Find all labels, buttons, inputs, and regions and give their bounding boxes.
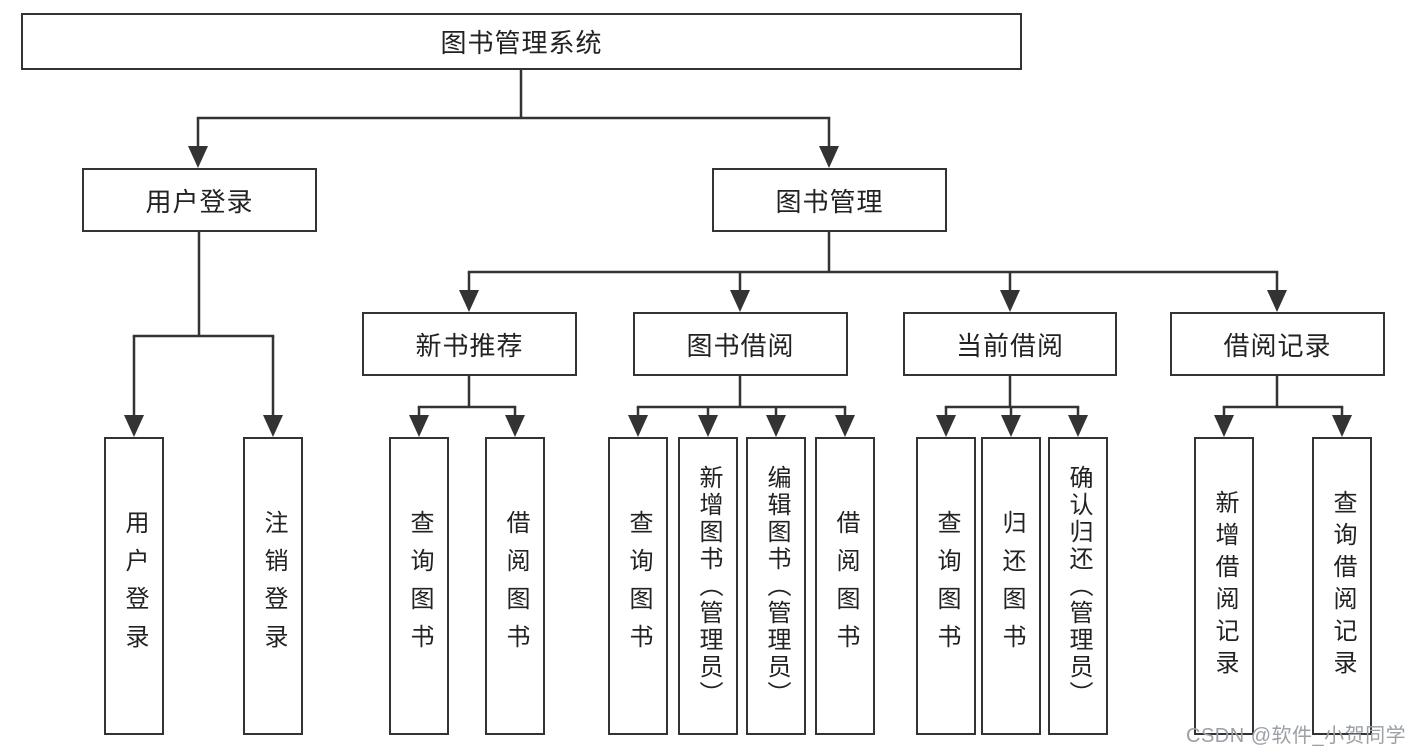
connector-records-branch bbox=[1222, 376, 1344, 417]
connector-borrow-branch bbox=[636, 376, 847, 417]
arrow-down-icon bbox=[459, 290, 479, 312]
arrow-down-icon bbox=[188, 146, 208, 168]
leaf-edit-books-admin: 编辑图书（管理员） bbox=[746, 437, 806, 735]
arrow-down-icon bbox=[936, 415, 956, 437]
leaf-user-login: 用户登录 bbox=[104, 437, 164, 735]
leaf-label: 新增图书（管理员） bbox=[695, 464, 722, 708]
arrow-down-icon bbox=[124, 415, 144, 437]
arrow-down-icon bbox=[835, 415, 855, 437]
leaf-label: 借阅图书 bbox=[832, 510, 859, 662]
arrow-down-icon bbox=[505, 415, 525, 437]
arrow-down-icon bbox=[766, 415, 786, 437]
node-label: 新书推荐 bbox=[415, 330, 524, 361]
node-user-login: 用户登录 bbox=[82, 168, 317, 232]
leaf-label: 查询借阅记录 bbox=[1329, 490, 1356, 682]
arrow-down-icon bbox=[1001, 415, 1021, 437]
leaf-query-borrow-record: 查询借阅记录 bbox=[1312, 437, 1372, 735]
leaf-label: 新增借阅记录 bbox=[1211, 490, 1238, 682]
leaf-query-books-borrow: 查询图书 bbox=[608, 437, 668, 735]
arrow-down-icon bbox=[730, 290, 750, 312]
root-node-system-title: 图书管理系统 bbox=[21, 13, 1022, 70]
leaf-label: 查询图书 bbox=[933, 510, 960, 662]
node-book-management: 图书管理 bbox=[712, 168, 947, 232]
node-label: 借阅记录 bbox=[1223, 330, 1332, 361]
leaf-label: 查询图书 bbox=[406, 510, 433, 662]
leaf-add-books-admin: 新增图书（管理员） bbox=[678, 437, 738, 735]
connector-current-branch bbox=[944, 376, 1080, 417]
connector-root-to-level2 bbox=[196, 70, 831, 148]
leaf-add-borrow-record: 新增借阅记录 bbox=[1194, 437, 1254, 735]
connector-mgmt-branch bbox=[467, 232, 1279, 292]
node-new-book-recommend: 新书推荐 bbox=[362, 312, 577, 376]
arrow-down-icon bbox=[263, 415, 283, 437]
leaf-borrow-books-recommend: 借阅图书 bbox=[485, 437, 545, 735]
node-borrow-records: 借阅记录 bbox=[1170, 312, 1385, 376]
node-current-borrow: 当前借阅 bbox=[903, 312, 1117, 376]
leaf-label: 确认归还（管理员） bbox=[1065, 464, 1092, 708]
arrow-down-icon bbox=[1000, 290, 1020, 312]
csdn-watermark: CSDN @软件_小贺同学 bbox=[1186, 725, 1405, 747]
leaf-logout: 注销登录 bbox=[243, 437, 303, 735]
arrow-down-icon bbox=[1068, 415, 1088, 437]
node-label: 用户登录 bbox=[145, 186, 254, 217]
node-label: 图书借阅 bbox=[686, 330, 795, 361]
node-label: 当前借阅 bbox=[955, 330, 1064, 361]
node-label: 图书管理 bbox=[775, 186, 884, 217]
leaf-confirm-return-admin: 确认归还（管理员） bbox=[1048, 437, 1108, 735]
leaf-label: 查询图书 bbox=[625, 510, 652, 662]
leaf-query-books-current: 查询图书 bbox=[916, 437, 976, 735]
arrow-down-icon bbox=[409, 415, 429, 437]
connector-recommend-branch bbox=[417, 376, 517, 417]
arrow-down-icon bbox=[628, 415, 648, 437]
leaf-label: 用户登录 bbox=[121, 510, 148, 662]
arrow-down-icon bbox=[1267, 290, 1287, 312]
arrow-down-icon bbox=[698, 415, 718, 437]
root-node-label: 图书管理系统 bbox=[440, 28, 603, 58]
leaf-label: 注销登录 bbox=[260, 510, 287, 662]
arrow-down-icon bbox=[1214, 415, 1234, 437]
connector-login-branch bbox=[132, 232, 275, 417]
leaf-query-books-recommend: 查询图书 bbox=[389, 437, 449, 735]
leaf-borrow-books: 借阅图书 bbox=[815, 437, 875, 735]
node-book-borrow: 图书借阅 bbox=[633, 312, 848, 376]
leaf-label: 编辑图书（管理员） bbox=[763, 464, 790, 708]
arrow-down-icon bbox=[819, 146, 839, 168]
arrow-down-icon bbox=[1332, 415, 1352, 437]
leaf-label: 借阅图书 bbox=[502, 510, 529, 662]
leaf-label: 归还图书 bbox=[998, 510, 1025, 662]
leaf-return-books: 归还图书 bbox=[981, 437, 1041, 735]
